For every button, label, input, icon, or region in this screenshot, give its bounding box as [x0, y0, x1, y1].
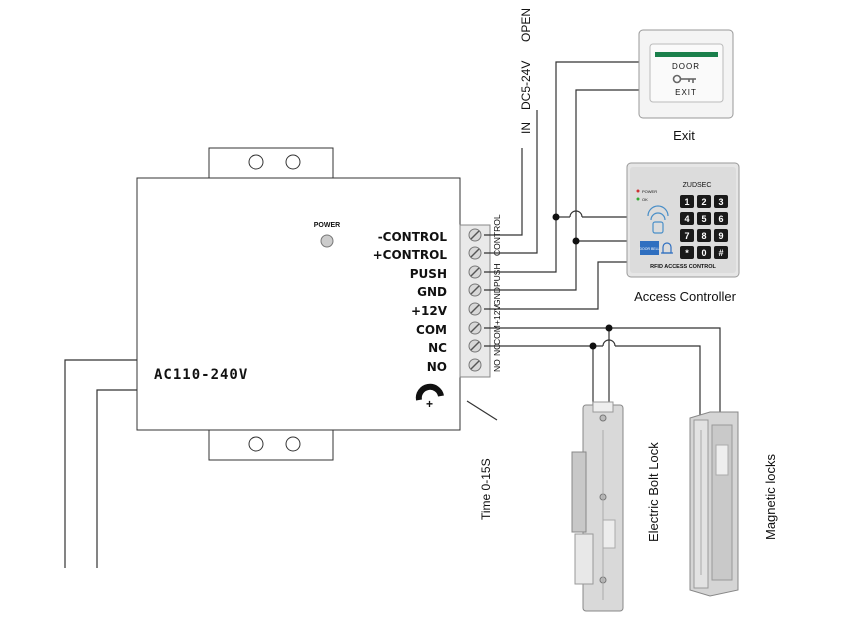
- key-label: 1: [684, 197, 689, 207]
- side-label-com: COM: [492, 325, 502, 345]
- exit-button-door-text: DOOR: [672, 62, 700, 71]
- controller-power-led-label: POWER: [642, 189, 657, 194]
- key-label: 3: [718, 197, 723, 207]
- terminal-label-plus12v: +12V: [411, 304, 448, 318]
- access-controller-caption: Access Controller: [634, 289, 737, 304]
- keypad-key: [680, 212, 694, 225]
- door-bell-button: [640, 241, 659, 255]
- key-label: *: [685, 248, 689, 258]
- signal-label-open: OPEN: [519, 8, 533, 42]
- terminal-label-com: COM: [416, 323, 447, 337]
- key-label: 5: [701, 214, 706, 224]
- exit-caption: Exit: [673, 128, 695, 143]
- keypad-key: [680, 246, 694, 259]
- keypad-key: [697, 246, 711, 259]
- mount-hole: [248, 436, 264, 452]
- keypad-key: [714, 195, 728, 208]
- wiring: [64, 61, 721, 568]
- door-bell-label: DOOR BELL: [639, 247, 659, 251]
- electric-bolt-lock: [571, 401, 624, 612]
- terminal-label-push: PUSH: [410, 267, 447, 281]
- key-label: #: [718, 248, 723, 258]
- key-label: 9: [718, 231, 723, 241]
- key-label: 8: [701, 231, 706, 241]
- key-label: 2: [701, 197, 706, 207]
- magnetic-lock-caption: Magnetic locks: [763, 454, 778, 540]
- power-led: [320, 234, 334, 248]
- top-mounting-bracket: [208, 147, 334, 179]
- controller-ok-led-label: OK: [642, 197, 648, 202]
- controller-brand: ZUDSEC: [683, 182, 712, 189]
- key-label: 0: [701, 248, 706, 258]
- magnetic-lock: [689, 411, 739, 597]
- terminal-block: CONTROL PUSH GND +12V COM NC NO: [459, 214, 502, 378]
- exit-button-exit-text: EXIT: [675, 88, 697, 97]
- bell-icon: [661, 242, 673, 254]
- keypad-key: [697, 212, 711, 225]
- time-adjust-knob: +: [415, 383, 444, 411]
- side-label-12v: +12V: [492, 305, 502, 325]
- terminal-label-plus-control: +CONTROL: [373, 248, 448, 262]
- side-label-nc: NC: [492, 344, 502, 356]
- time-range-label: Time 0-15S: [479, 458, 493, 520]
- mount-hole: [285, 154, 301, 170]
- key-label: 7: [684, 231, 689, 241]
- wire-junctions: [552, 213, 613, 350]
- power-supply-unit: POWER AC110-240V + -CONTROL +CONTROL PUS…: [136, 147, 461, 461]
- keypad-key: [697, 229, 711, 242]
- side-label-no: NO: [492, 359, 502, 372]
- controller-panel-label: RFID ACCESS CONTROL: [650, 264, 716, 270]
- keypad-key: [714, 229, 728, 242]
- power-led-label: POWER: [314, 222, 340, 229]
- side-label-push: PUSH: [492, 263, 502, 287]
- bolt-lock-caption: Electric Bolt Lock: [646, 442, 661, 542]
- power-supply-body: [136, 177, 461, 431]
- keypad: 1 2 3 4 5 6 7 8 9 * 0 #: [680, 195, 728, 259]
- terminal-label-gnd: GND: [417, 285, 447, 299]
- key-label: 4: [684, 214, 689, 224]
- terminal-label-nc: NC: [428, 341, 447, 355]
- access-controller-device: ZUDSEC POWER OK DOOR BELL: [626, 162, 740, 278]
- keypad-key: [714, 246, 728, 259]
- terminal-label-no: NO: [427, 360, 447, 374]
- knob-plus-symbol: +: [426, 397, 433, 411]
- key-icon: [672, 74, 696, 84]
- voltage-label: AC110-240V: [154, 367, 248, 383]
- keypad-key: [680, 229, 694, 242]
- keypad-key: [680, 195, 694, 208]
- key-label: 6: [718, 214, 723, 224]
- exit-button-device: DOOR EXIT: [638, 29, 734, 119]
- bottom-mounting-bracket: [208, 429, 334, 461]
- terminal-label-minus-control: -CONTROL: [378, 230, 448, 244]
- side-label-gnd: GND: [492, 287, 502, 306]
- mount-hole: [285, 436, 301, 452]
- signal-label-in: IN: [519, 122, 533, 134]
- rfid-icon: [647, 205, 669, 234]
- keypad-key: [697, 195, 711, 208]
- signal-label-dc: DC5-24V: [519, 61, 533, 110]
- keypad-key: [714, 212, 728, 225]
- mount-hole: [248, 154, 264, 170]
